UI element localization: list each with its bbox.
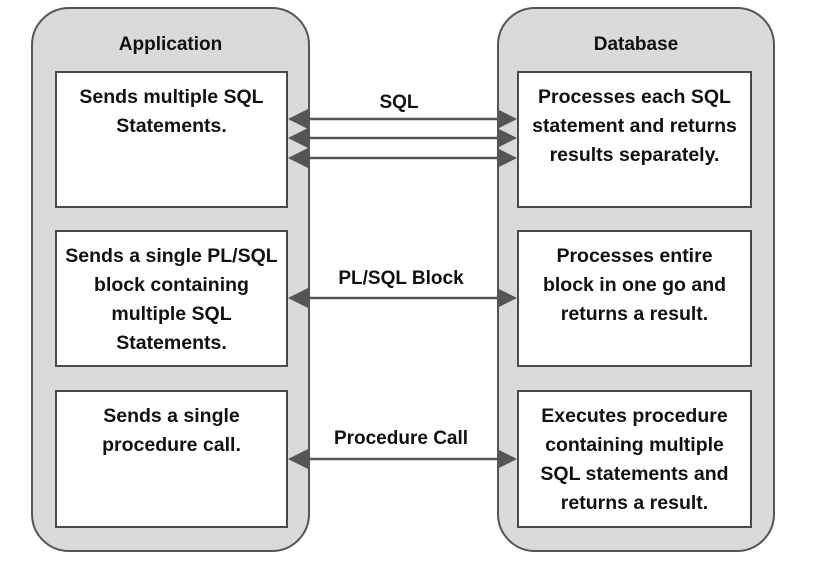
db-box-procedure-text: Executes procedure containing multiple S… [540, 405, 729, 514]
db-box-plsql-text: Processes entire block in one go and ret… [542, 245, 727, 325]
arrow-label-plsql: PL/SQL Block [338, 268, 464, 289]
app-box-procedure: Sends a single procedure call. [55, 390, 288, 528]
db-box-sql-text: Processes each SQL statement and returns… [532, 86, 737, 166]
db-box-plsql: Processes entire block in one go and ret… [517, 230, 752, 367]
app-box-plsql-text: Sends a single PL/SQL block containing m… [65, 245, 278, 354]
arrow-label-sql: SQL [379, 92, 419, 113]
db-box-sql: Processes each SQL statement and returns… [517, 71, 752, 208]
app-box-sql: Sends multiple SQL Statements. [55, 71, 288, 208]
app-box-sql-text: Sends multiple SQL Statements. [79, 86, 264, 137]
db-box-procedure: Executes procedure containing multiple S… [517, 390, 752, 528]
app-box-plsql: Sends a single PL/SQL block containing m… [55, 230, 288, 367]
arrow-label-procedure: Procedure Call [333, 428, 469, 449]
app-box-procedure-text: Sends a single procedure call. [102, 405, 241, 456]
application-title: Application [118, 34, 223, 55]
database-title: Database [593, 34, 679, 55]
